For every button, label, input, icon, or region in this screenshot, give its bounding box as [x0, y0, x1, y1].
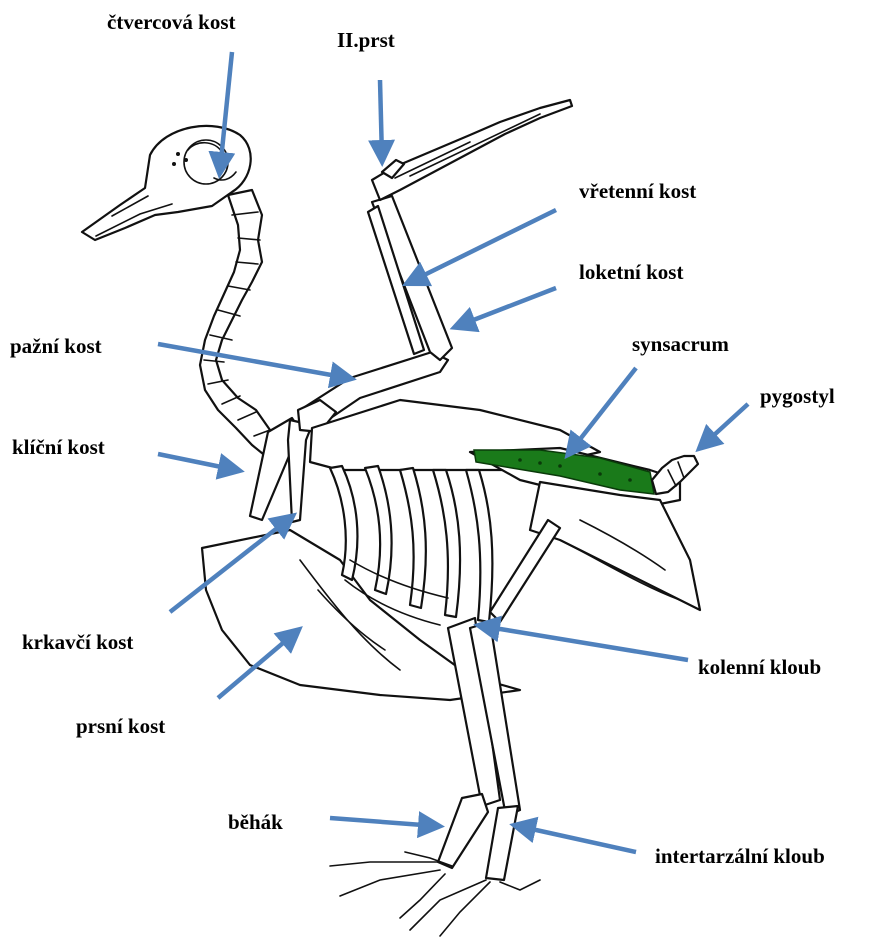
arrow-vretenni-kost — [410, 210, 556, 282]
label-ii-prst: II.prst — [337, 30, 395, 51]
label-loketni-kost: loketní kost — [579, 262, 683, 283]
arrow-synsacrum — [570, 368, 636, 452]
label-pygostyl: pygostyl — [760, 386, 835, 407]
arrow-loketni-kost — [458, 288, 556, 326]
label-prsni-kost: prsní kost — [76, 716, 165, 737]
label-synsacrum: synsacrum — [632, 334, 729, 355]
label-kolenni-kloub: kolenní kloub — [698, 657, 821, 678]
legs — [330, 520, 560, 936]
arrow-pazni-kost — [158, 344, 348, 378]
label-krkavci-kost: krkavčí kost — [22, 632, 133, 653]
arrow-kolenni-kloub — [482, 626, 688, 660]
arrow-ii-prst — [380, 80, 382, 158]
bird-skeleton — [82, 100, 700, 936]
pelvis — [470, 448, 700, 610]
label-ctvercova-kost: čtvercová kost — [107, 12, 236, 33]
arrow-behak — [330, 818, 436, 826]
label-klicni-kost: klíční kost — [12, 437, 105, 458]
arrow-pygostyl — [702, 404, 748, 446]
label-behak: běhák — [228, 812, 283, 833]
neck-vertebrae — [200, 190, 282, 458]
label-pazni-kost: pažní kost — [10, 336, 102, 357]
arrow-klicni-kost — [158, 454, 236, 470]
skull — [82, 126, 251, 240]
label-vretenni-kost: vřetenní kost — [579, 181, 696, 202]
arrow-intertarzalni-kloub — [518, 826, 636, 852]
label-intertarzalni-kloub: intertarzální kloub — [655, 846, 825, 867]
